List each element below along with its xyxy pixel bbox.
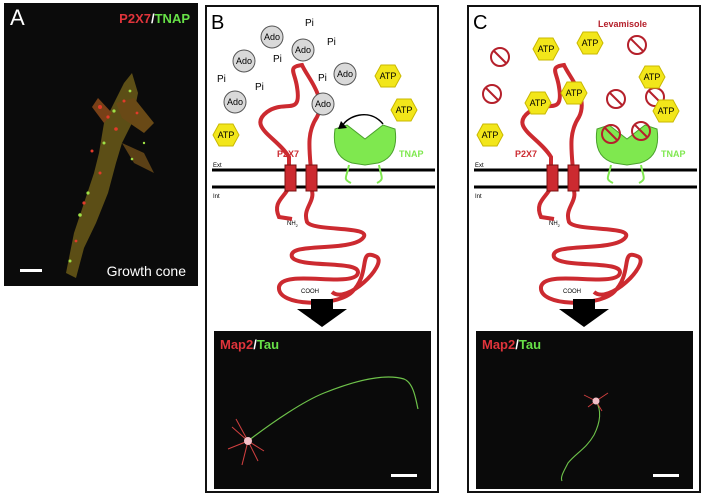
tnap-anchor-1 [344, 164, 352, 184]
panel-a-letter: A [10, 5, 25, 30]
p2x7-n-terminus [275, 186, 293, 221]
p2x7-transmembrane-1 [546, 164, 559, 192]
panel-b-diagram: Ado Ado Ado Ado Ado Ado Pi Pi Pi Pi Pi P… [211, 12, 435, 327]
panel-b-stain-legend: Map2/Tau [220, 337, 279, 352]
neuron-image [560, 392, 609, 482]
p2x7-label: P2X7 [277, 149, 299, 159]
levamisole-molecules [482, 35, 665, 144]
tnap-label: TNAP [399, 149, 424, 159]
nh2-subscript: 2 [558, 223, 561, 228]
atp-label: ATP [530, 98, 547, 108]
panel-b-micrograph: Map2/Tau [214, 331, 431, 489]
nh2-subscript: 2 [296, 223, 299, 228]
catalysis-arrowhead [338, 121, 347, 129]
scale-bar [20, 269, 42, 272]
atp-label: ATP [380, 71, 397, 81]
p2x7-transmembrane-1 [284, 164, 297, 192]
ext-label: Ext [475, 163, 484, 169]
map2-stain-label: Map2 [482, 337, 516, 352]
stain-separator: / [253, 337, 257, 352]
svg-text:NH2: NH2 [549, 221, 561, 228]
panel-c-letter: C [473, 12, 487, 34]
pi-label: Pi [318, 73, 327, 84]
tnap-stain-label: TNAP [154, 11, 190, 26]
panel-c-stain-legend: Map2/Tau [482, 337, 541, 352]
p2x7-c-terminus [277, 186, 381, 305]
growth-cone-caption: Growth cone [106, 263, 186, 279]
tnap-enzyme [595, 124, 659, 166]
pi-label: Pi [255, 82, 264, 93]
levamisole-label: Levamisole [598, 19, 647, 29]
atp-label: ATP [644, 72, 661, 82]
panel-a-stain-legend: P2X7/TNAP [119, 11, 190, 26]
ado-label: Ado [295, 45, 311, 55]
tau-stain-label: Tau [518, 337, 542, 352]
ado-label: Ado [264, 32, 280, 42]
nh2-label: NH [287, 221, 296, 227]
atp-label: ATP [482, 130, 499, 140]
ado-label: Ado [236, 56, 252, 66]
pi-label: Pi [327, 37, 336, 48]
down-arrow [559, 299, 609, 327]
int-label: Int [475, 194, 482, 200]
p2x7-transmembrane-2 [305, 164, 318, 192]
pi-label: Pi [273, 54, 282, 65]
atp-label: ATP [218, 130, 235, 140]
ado-molecules [223, 25, 357, 116]
nh2-label: NH [549, 221, 558, 227]
stain-separator: / [150, 11, 155, 26]
panel-b-letter: B [211, 12, 224, 34]
panel-c-diagram: ATP ATP ATP ATP ATP ATP ATP Levamisole P… [473, 12, 697, 327]
catalysis-arrow [342, 113, 384, 126]
p2x7-extracellular-loop [258, 62, 322, 171]
atp-molecules [476, 31, 680, 147]
ado-label: Ado [337, 69, 353, 79]
tnap-enzyme [333, 124, 397, 166]
stain-separator: / [515, 337, 519, 352]
p2x7-n-terminus [537, 186, 555, 221]
pi-label: Pi [217, 74, 226, 85]
ext-label: Ext [213, 163, 222, 169]
cooh-label: COOH [563, 289, 581, 295]
p2x7-extracellular-loop [520, 62, 584, 171]
tnap-anchor-1 [606, 164, 614, 184]
p2x7-stain-label: P2X7 [119, 11, 151, 26]
ado-label: Ado [315, 99, 331, 109]
atp-label: ATP [658, 106, 675, 116]
growth-cone-image [66, 73, 154, 278]
atp-label: ATP [538, 44, 555, 54]
panel-c-micrograph: Map2/Tau [476, 331, 693, 489]
atp-label: ATP [582, 38, 599, 48]
tnap-anchor-2 [638, 164, 645, 184]
tau-stain-label: Tau [256, 337, 280, 352]
panel-c: ATP ATP ATP ATP ATP ATP ATP Levamisole P… [467, 5, 701, 493]
atp-label: ATP [396, 105, 413, 115]
neuron-image [227, 376, 419, 466]
panel-b: Ado Ado Ado Ado Ado Ado Pi Pi Pi Pi Pi P… [205, 5, 439, 493]
int-label: Int [213, 194, 220, 200]
svg-text:NH2: NH2 [287, 221, 299, 228]
atp-molecules [212, 64, 418, 147]
cooh-label: COOH [301, 289, 319, 295]
map2-stain-label: Map2 [220, 337, 254, 352]
ado-label: Ado [227, 97, 243, 107]
tnap-label: TNAP [661, 149, 686, 159]
panel-a-micrograph: A P2X7/TNAP Growth cone [4, 3, 198, 286]
tnap-anchor-2 [376, 164, 383, 184]
scale-bar [391, 474, 417, 477]
scale-bar [653, 474, 679, 477]
atp-label: ATP [566, 88, 583, 98]
pi-label: Pi [305, 18, 314, 29]
p2x7-c-terminus [539, 186, 643, 305]
p2x7-transmembrane-2 [567, 164, 580, 192]
p2x7-label: P2X7 [515, 149, 537, 159]
down-arrow [297, 299, 347, 327]
